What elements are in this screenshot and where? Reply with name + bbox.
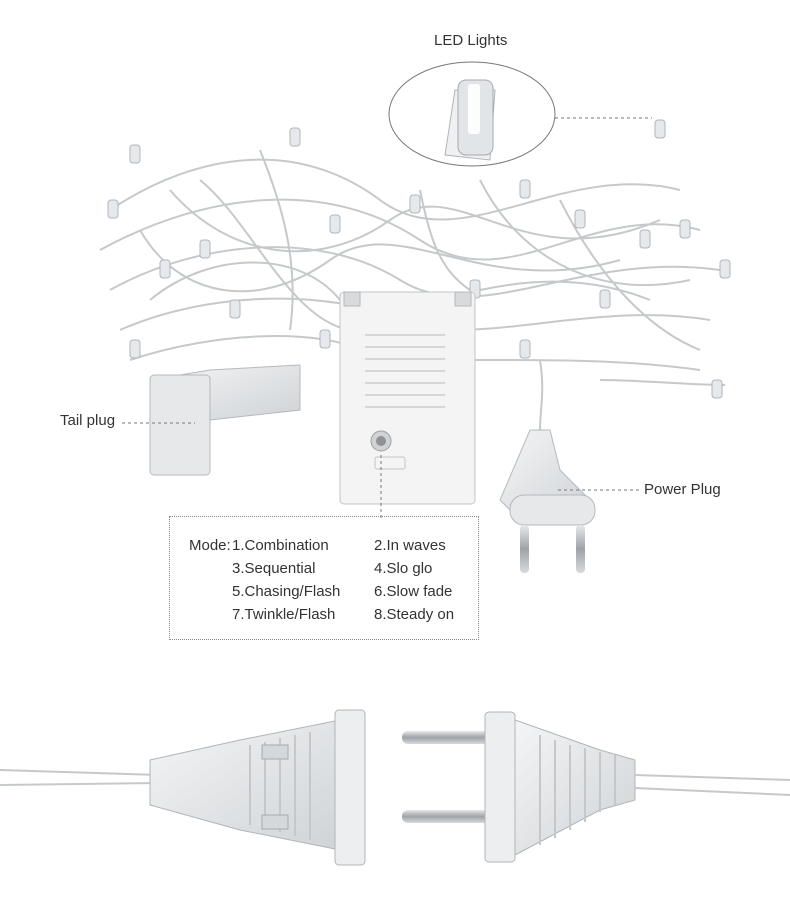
mode-prefix: Mode:	[189, 537, 231, 554]
mode-item: 4.Slo glo	[374, 560, 433, 577]
tail-plug-large	[0, 709, 366, 866]
tail-plug-coil	[149, 364, 301, 476]
power-plug-large	[402, 711, 790, 863]
tail-plug-label: Tail plug	[60, 412, 116, 429]
led-bulbs	[107, 119, 731, 399]
mode-item: 5.Chasing/Flash	[232, 583, 341, 600]
led-lights-label: LED Lights	[434, 32, 508, 49]
mode-list-box	[169, 516, 479, 640]
led-zoom	[388, 61, 556, 167]
controller-box	[339, 291, 476, 505]
mode-item: 3.Sequential	[232, 560, 316, 577]
mode-item: 8.Steady on	[374, 606, 455, 623]
power-plug-small	[499, 359, 596, 573]
mode-item: 6.Slow fade	[374, 583, 453, 600]
mode-item: 1.Combination	[232, 537, 329, 554]
power-plug-label: Power Plug	[644, 481, 721, 498]
mode-item: 7.Twinkle/Flash	[232, 606, 336, 623]
callout-lines	[122, 117, 652, 518]
mode-item: 2.In waves	[374, 537, 446, 554]
